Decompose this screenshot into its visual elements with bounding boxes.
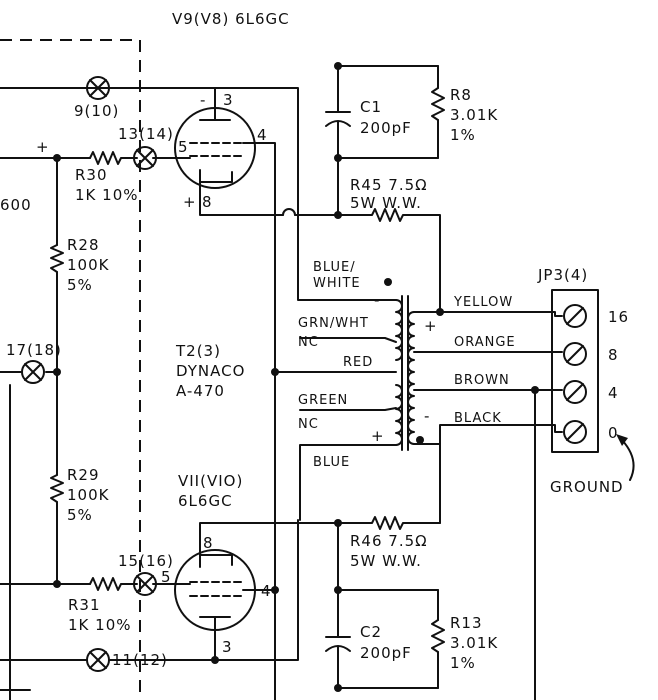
polarity-label: -: [424, 407, 430, 425]
r8-tol: 1%: [450, 126, 476, 144]
r31-name: R31: [68, 596, 101, 614]
polarity-label: +: [424, 317, 438, 335]
resistor-r28: [50, 244, 64, 273]
wire-screen-top: [242, 142, 276, 700]
lead-label: NC: [298, 417, 319, 432]
polarity-label: +: [36, 138, 50, 156]
pin-label: 5: [178, 138, 189, 156]
c1-name: C1: [360, 98, 382, 116]
lead-blue: [299, 444, 397, 521]
partial-label: 600: [0, 196, 32, 214]
r45-line2: 5W W.W.: [350, 194, 422, 212]
lamp-15-16: [133, 572, 157, 596]
lead-label: BLUE: [313, 455, 350, 470]
resistor-r13: [431, 619, 445, 653]
wire-cathode-top: [199, 181, 284, 216]
lamp-13-14: [133, 146, 157, 170]
t2-make: DYNACO: [176, 362, 245, 380]
lamp-17-18: [21, 360, 45, 384]
lead-label: GREEN: [298, 393, 348, 408]
lead-yellow: [413, 311, 563, 317]
pin-label: 3: [222, 638, 233, 656]
jp3-pin-label: 4: [608, 384, 619, 402]
lead-label: RED: [343, 355, 373, 370]
resistor-r8: [431, 87, 445, 121]
lead-black: [413, 424, 563, 445]
ground-label: GROUND: [550, 478, 624, 496]
r46-line2: 5W W.W.: [350, 552, 422, 570]
lamp-label: 13(14): [118, 125, 174, 143]
jp3-pin-label: 8: [608, 346, 619, 364]
t2-model: A-470: [176, 382, 225, 400]
jp3-name: JP3(4): [537, 266, 588, 284]
r28-value: 100K: [67, 256, 110, 274]
transformer-t2: [395, 295, 415, 451]
lead-label: BLACK: [454, 411, 502, 426]
c2-value: 200pF: [360, 644, 412, 662]
r13-value: 3.01K: [450, 634, 498, 652]
pin-label: 5: [161, 568, 172, 586]
pin-label: 4: [261, 582, 272, 600]
r8-value: 3.01K: [450, 106, 498, 124]
pin-label: 4: [257, 126, 268, 144]
wire-cathode-bottom: [199, 522, 339, 556]
r29-name: R29: [67, 466, 100, 484]
tube-v11-title: VII(VIO): [178, 472, 243, 490]
tube-v11-type: 6L6GC: [178, 492, 233, 510]
lamp-label: 9(10): [74, 102, 119, 120]
r13-name: R13: [450, 614, 483, 632]
tube-v11: [174, 549, 256, 661]
resistor-r30: [89, 151, 126, 165]
lamp-label: 17(18): [6, 341, 62, 359]
r30-value: 1K 10%: [75, 186, 139, 204]
tube-v9-title: V9(V8) 6L6GC: [172, 10, 290, 28]
r29-tol: 5%: [67, 506, 93, 524]
r29-value: 100K: [67, 486, 110, 504]
pin-label: 8: [203, 534, 214, 552]
polarity-label: -: [200, 91, 206, 109]
lead-blue-white: [297, 221, 397, 301]
lead-label: YELLOW: [453, 295, 513, 310]
jp3-pin-label: 16: [608, 308, 629, 326]
jp3-pin-label: 0: [608, 424, 619, 442]
pin-label: 8: [202, 193, 213, 211]
ground-arrow: [621, 439, 635, 481]
resistor-r31: [89, 577, 138, 591]
r13-tol: 1%: [450, 654, 476, 672]
lead-label: NC: [298, 335, 319, 350]
resistor-r46: [337, 516, 441, 530]
resistor-r29: [50, 474, 64, 503]
polarity-label: +: [183, 193, 197, 211]
resistor-r45: [337, 208, 441, 313]
polarity-label: -: [374, 291, 380, 309]
lamp-11-12: [86, 648, 110, 672]
lead-label: WHITE: [313, 276, 361, 291]
t2-name: T2(3): [175, 342, 221, 360]
c1-value: 200pF: [360, 119, 412, 137]
lead-label: GRN/WHT: [298, 316, 369, 331]
polarity-label: +: [371, 427, 385, 445]
lead-label: ORANGE: [454, 335, 516, 350]
r46-line1: R46 7.5Ω: [350, 532, 428, 550]
r28-name: R28: [67, 236, 100, 254]
lamp-label: 15(16): [118, 552, 174, 570]
c2-name: C2: [360, 623, 382, 641]
lamp-label: 11(12): [112, 651, 168, 669]
r28-tol: 5%: [67, 276, 93, 294]
lead-label: BLUE/: [313, 260, 356, 275]
connector-jp3: [551, 289, 599, 453]
lamp-9-10: [86, 76, 110, 100]
r45-line1: R45 7.5Ω: [350, 176, 428, 194]
r8-name: R8: [450, 86, 472, 104]
pin-label: 3: [223, 91, 234, 109]
r30-name: R30: [75, 166, 108, 184]
lead-label: BROWN: [454, 373, 510, 388]
chassis-boundary: [0, 39, 141, 700]
r31-value: 1K 10%: [68, 616, 132, 634]
